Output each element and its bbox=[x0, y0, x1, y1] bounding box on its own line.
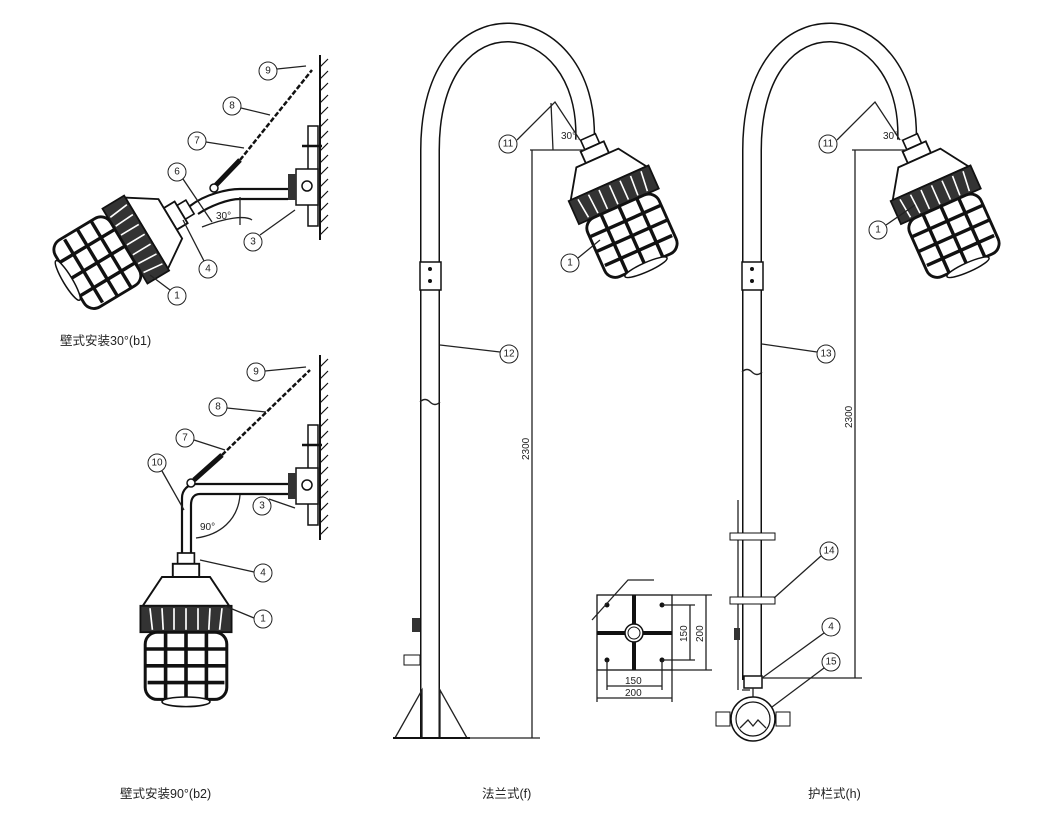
callout-1: 1 bbox=[560, 253, 580, 273]
callout-4: 4 bbox=[253, 563, 273, 583]
callouts-f: 11 1 12 bbox=[439, 100, 601, 364]
caption-f: 法兰式(f) bbox=[482, 787, 531, 801]
callout-7: 7 bbox=[187, 131, 207, 151]
f-angle-label: 30° bbox=[561, 131, 576, 142]
callout-1: 1 bbox=[868, 220, 888, 240]
callouts-h: 11 1 13 14 4 15 bbox=[761, 100, 916, 708]
svg-text:14: 14 bbox=[823, 546, 835, 557]
svg-text:9: 9 bbox=[253, 367, 259, 378]
callout-6: 6 bbox=[167, 162, 187, 182]
callout-1: 1 bbox=[167, 286, 187, 306]
svg-text:8: 8 bbox=[215, 402, 221, 413]
callout-8: 8 bbox=[222, 96, 242, 116]
svg-text:1: 1 bbox=[174, 291, 180, 302]
svg-text:9: 9 bbox=[265, 66, 271, 77]
svg-text:10: 10 bbox=[151, 458, 163, 469]
callout-9: 9 bbox=[258, 61, 278, 81]
svg-text:4: 4 bbox=[260, 568, 266, 579]
f-height-label: 2300 bbox=[521, 437, 532, 460]
svg-text:7: 7 bbox=[182, 433, 188, 444]
caption-h: 护栏式(h) bbox=[808, 786, 861, 801]
callout-13: 13 bbox=[816, 344, 836, 364]
caption-b2: 壁式安装90°(b2) bbox=[120, 786, 211, 801]
callout-3: 3 bbox=[243, 232, 263, 252]
callout-1: 1 bbox=[253, 609, 273, 629]
b1-angle-label: 30° bbox=[216, 211, 231, 222]
plate-outer-v-label: 200 bbox=[695, 625, 706, 642]
callout-12: 12 bbox=[499, 344, 519, 364]
svg-text:15: 15 bbox=[825, 657, 837, 668]
svg-text:3: 3 bbox=[250, 237, 256, 248]
svg-text:13: 13 bbox=[820, 349, 832, 360]
svg-text:1: 1 bbox=[567, 258, 573, 269]
callout-4: 4 bbox=[821, 617, 841, 637]
callout-10: 10 bbox=[147, 453, 167, 473]
callout-3: 3 bbox=[252, 496, 272, 516]
svg-text:1: 1 bbox=[260, 614, 266, 625]
callout-15: 15 bbox=[821, 652, 841, 672]
svg-text:8: 8 bbox=[229, 101, 235, 112]
callout-14: 14 bbox=[819, 541, 839, 561]
svg-text:4: 4 bbox=[828, 622, 834, 633]
h-angle-label: 30° bbox=[883, 131, 898, 142]
callout-4: 4 bbox=[198, 259, 218, 279]
callout-8: 8 bbox=[208, 397, 228, 417]
plate-inner-v-label: 150 bbox=[679, 625, 690, 642]
callout-9: 9 bbox=[246, 362, 266, 382]
svg-text:11: 11 bbox=[823, 139, 834, 150]
svg-text:11: 11 bbox=[503, 139, 514, 150]
flange-plate-detail bbox=[591, 579, 712, 702]
plate-outer-h-label: 200 bbox=[625, 688, 642, 699]
wall-mount-30-drawing bbox=[39, 54, 329, 322]
callout-11: 11 bbox=[498, 134, 518, 154]
plate-inner-h-label: 150 bbox=[625, 676, 642, 687]
svg-text:6: 6 bbox=[174, 167, 180, 178]
callouts-b1: 9 8 7 6 4 3 1 bbox=[149, 61, 307, 306]
wall-mount-90-drawing bbox=[138, 354, 329, 709]
h-height-label: 2300 bbox=[844, 405, 855, 428]
callout-11: 11 bbox=[818, 134, 838, 154]
svg-text:4: 4 bbox=[205, 264, 211, 275]
callout-7: 7 bbox=[175, 428, 195, 448]
b2-angle-label: 90° bbox=[200, 522, 215, 533]
callouts-b2: 9 8 7 10 3 4 1 bbox=[147, 362, 307, 629]
caption-b1: 壁式安装30°(b1) bbox=[60, 333, 151, 348]
svg-text:1: 1 bbox=[875, 225, 881, 236]
flange-mount-drawing bbox=[393, 22, 690, 739]
svg-text:3: 3 bbox=[259, 501, 265, 512]
guardrail-mount-drawing bbox=[715, 22, 1012, 742]
svg-text:7: 7 bbox=[194, 136, 200, 147]
svg-text:12: 12 bbox=[503, 349, 515, 360]
